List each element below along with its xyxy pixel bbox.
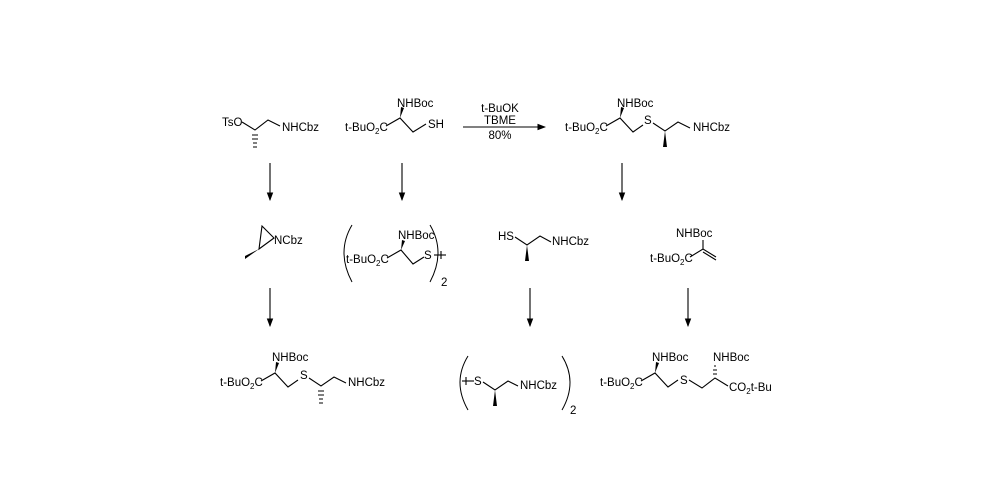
tosylate-right-label: NHCbz <box>282 122 319 134</box>
lan-amine-right-label: NHBoc <box>713 352 750 364</box>
lan-ester-right-label: CO2t-Bu <box>729 382 772 396</box>
product-top-amine-label: NHBoc <box>617 98 654 110</box>
reagent-line1: t-BuOK <box>481 103 519 115</box>
pbl-sulfur-label: S <box>300 370 308 382</box>
reaction-arrow: t-BuOK TBME 80% <box>463 103 547 142</box>
pbl-ester-label: t-BuO2C <box>220 377 263 391</box>
reagent-line2: TBME <box>484 115 516 127</box>
cystine-top-label: NHBoc <box>398 230 435 242</box>
cystine-sulfur-label: S <box>424 250 432 262</box>
wedge-bond <box>400 107 404 118</box>
cysteine-ester-label: t-BuO2C <box>345 122 388 136</box>
pbl-right-label: NHCbz <box>348 377 385 389</box>
dehydroalanine-molecule: NHBoc t-BuO2C <box>650 228 717 267</box>
thiol-amine-left-label: HS <box>498 231 514 243</box>
disulfide-count: 2 <box>570 405 576 417</box>
lanthionine-molecule: NHBoc NHBoc t-BuO2C S CO2t-Bu <box>600 352 772 396</box>
reaction-yield: 80% <box>488 130 511 142</box>
product-top-molecule: NHBoc t-BuO2C S NHCbz <box>565 98 730 147</box>
cystine-ester-label: t-BuO2C <box>346 254 389 268</box>
product-top-ester-label: t-BuO2C <box>565 122 608 136</box>
cysteine-thiol-label: SH <box>428 119 444 131</box>
product-top-right-label: NHCbz <box>693 122 730 134</box>
disulfide-sulfur-label: S <box>474 376 482 388</box>
disulfide-molecule: S NHCbz 2 <box>459 355 576 417</box>
cystine-count: 2 <box>441 277 447 289</box>
lan-amine-left-label: NHBoc <box>652 352 689 364</box>
tosylate-molecule: TsO NHCbz <box>222 117 319 148</box>
thiol-amine-molecule: HS NHCbz <box>498 231 589 261</box>
pbl-amine-label: NHBoc <box>272 352 309 364</box>
lan-sulfur-label: S <box>680 375 688 387</box>
cysteine-molecule: NHBoc t-BuO2C SH <box>345 98 444 136</box>
disulfide-right-label: NHCbz <box>520 380 557 392</box>
bracket-left <box>343 224 353 283</box>
dehydroalanine-ester-label: t-BuO2C <box>650 253 693 267</box>
cysteine-top-label: NHBoc <box>397 98 434 110</box>
product-bottom-left-molecule: NHBoc t-BuO2C S NHCbz <box>220 352 385 404</box>
bracket-right <box>429 224 439 283</box>
hashed-methyl-bond <box>252 134 258 148</box>
lan-ester-left-label: t-BuO2C <box>600 377 643 391</box>
thiol-amine-right-label: NHCbz <box>552 236 589 248</box>
aziridine-molecule: NCbz <box>245 224 303 259</box>
product-top-sulfur-label: S <box>644 115 652 127</box>
aziridine-label: NCbz <box>274 235 303 247</box>
cystine-molecule: NHBoc t-BuO2C S 2 <box>343 224 447 289</box>
tosylate-left-label: TsO <box>222 117 243 129</box>
dehydroalanine-top-label: NHBoc <box>676 228 713 240</box>
